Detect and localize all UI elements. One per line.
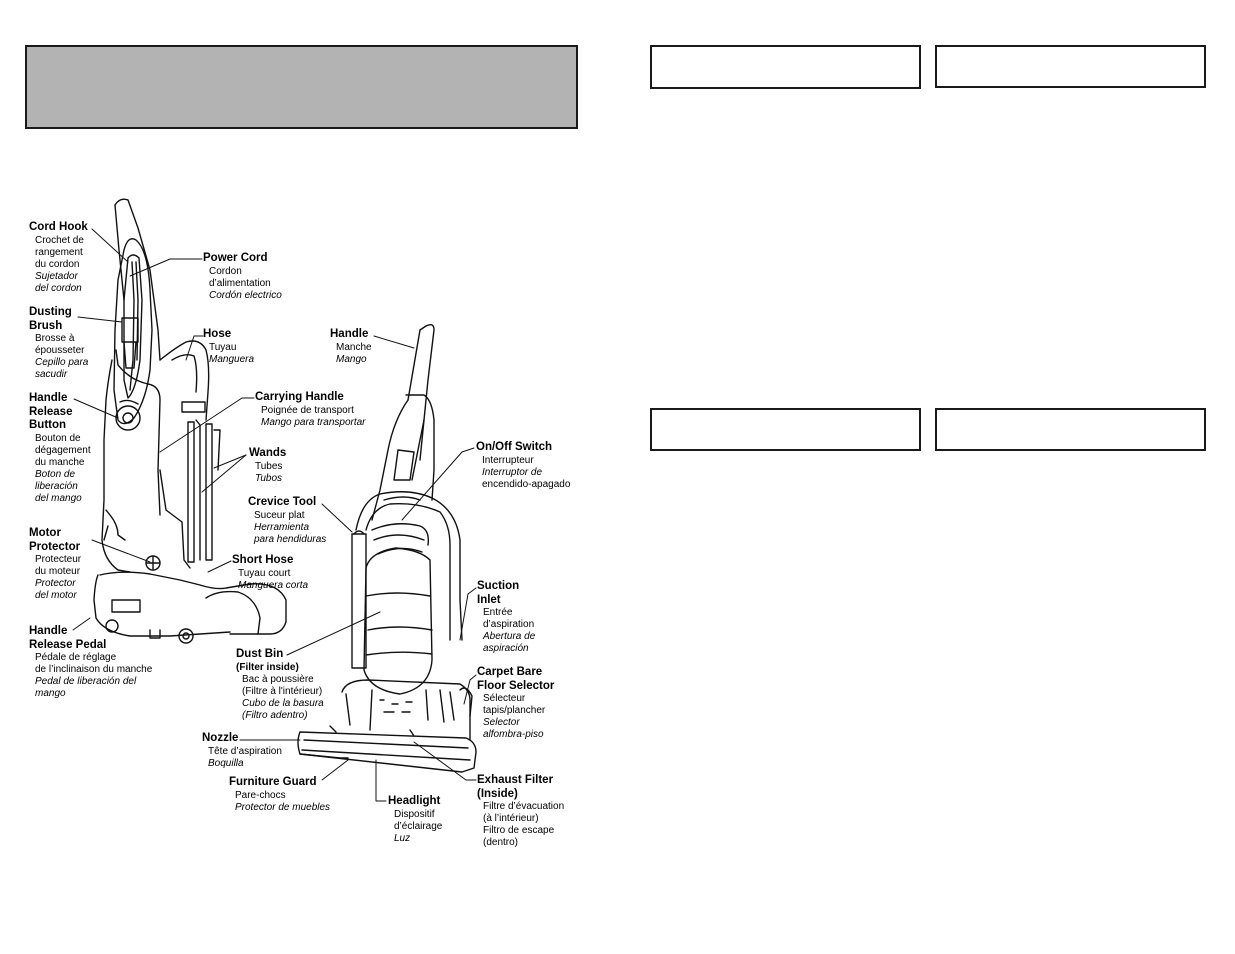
leader-lines bbox=[72, 228, 477, 802]
label-cord-hook: Cord Hook Crochet de rangement du cordon… bbox=[29, 221, 88, 294]
label-handle-release-button: Handle Release Button Bouton de dégageme… bbox=[29, 392, 91, 504]
label-carpet-bare-floor-selector: Carpet Bare Floor Selector Sélecteur tap… bbox=[477, 666, 555, 740]
heading-box-top-right bbox=[935, 45, 1206, 88]
label-dust-bin: Dust Bin (Filter inside) Bac à poussière… bbox=[236, 648, 324, 721]
label-carrying-handle: Carrying Handle Poignée de transport Man… bbox=[255, 391, 366, 428]
label-dusting-brush: Dusting Brush Brosse à épousseter Cepill… bbox=[29, 306, 89, 380]
heading-box-top-left bbox=[650, 45, 921, 89]
heading-box-bottom-right bbox=[935, 408, 1206, 451]
section-header-box bbox=[25, 45, 578, 129]
heading-box-bottom-left bbox=[650, 408, 921, 451]
label-suction-inlet: Suction Inlet Entrée d’aspiration Abertu… bbox=[477, 580, 536, 654]
label-nozzle: Nozzle Tête d’aspiration Boquilla bbox=[202, 732, 282, 769]
label-on-off-switch: On/Off Switch Interrupteur Interruptor d… bbox=[476, 441, 571, 490]
label-crevice-tool: Crevice Tool Suceur plat Herramienta par… bbox=[248, 496, 327, 545]
vacuum-rear-view bbox=[93, 198, 287, 644]
label-exhaust-filter: Exhaust Filter (Inside) Filtre d’évacuat… bbox=[477, 774, 565, 848]
label-handle: Handle Manche Mango bbox=[330, 328, 372, 365]
label-short-hose: Short Hose Tuyau court Manguera corta bbox=[232, 554, 309, 591]
label-power-cord: Power Cord Cordon d’alimentation Cordón … bbox=[203, 252, 282, 301]
label-motor-protector: Motor Protector Protecteur du moteur Pro… bbox=[29, 527, 82, 601]
label-hose: Hose Tuyau Manguera bbox=[203, 328, 255, 365]
vacuum-front-view bbox=[297, 323, 477, 773]
label-wands: Wands Tubes Tubos bbox=[249, 447, 287, 484]
label-headlight: Headlight Dispositif d’éclairage Luz bbox=[388, 795, 443, 844]
label-furniture-guard: Furniture Guard Pare-chocs Protector de … bbox=[229, 776, 331, 813]
label-handle-release-pedal: Handle Release Pedal Pédale de réglage d… bbox=[29, 625, 153, 699]
